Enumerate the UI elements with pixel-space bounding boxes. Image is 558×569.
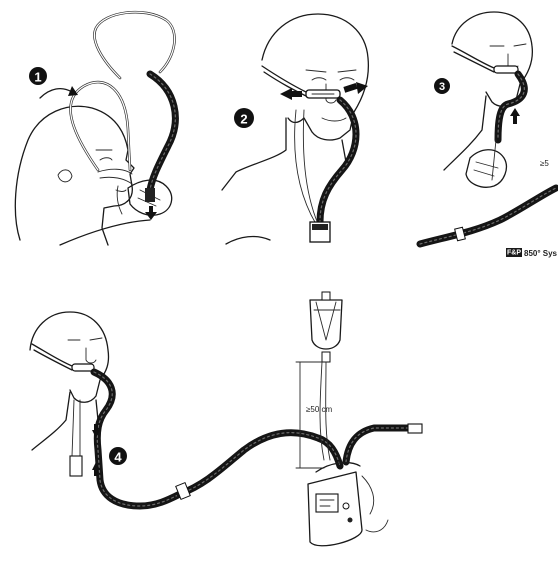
brand-logo-text: F&P — [507, 250, 521, 257]
left-arrow-icon — [280, 88, 292, 100]
step-2-badge — [234, 108, 254, 128]
panel-step-4: 4 ≥50 cm — [29, 291, 423, 547]
up-arrow-icon — [510, 108, 520, 116]
hand-1 — [127, 179, 173, 216]
system-name: 850° Sys — [524, 249, 558, 258]
humidifier-unit — [307, 471, 363, 547]
step-3-badge — [434, 78, 450, 94]
rotate-arrow-icon — [68, 86, 78, 96]
up-arrow-icon-4 — [92, 462, 100, 470]
right-arrow-icon — [356, 82, 368, 94]
water-bag — [309, 299, 343, 350]
panel-step-2: 2 — [221, 13, 370, 245]
brand-logo — [506, 248, 522, 257]
step-1-number: 1 — [34, 70, 41, 85]
hand-3 — [465, 149, 508, 188]
down-arrow-icon-4 — [92, 430, 100, 438]
down-arrow-icon — [145, 212, 157, 220]
step-4-number: 4 — [114, 450, 122, 465]
step-1-badge — [29, 67, 47, 85]
height-label: ≥50 cm — [306, 405, 333, 414]
panel-step-1: 1 — [14, 10, 179, 246]
step-3-number: 3 — [439, 81, 445, 93]
panel-step-3: ≥5 3 F&P 850° Sys — [416, 11, 558, 258]
patient-head-4 — [29, 311, 110, 403]
step-2-number: 2 — [240, 112, 247, 127]
step-4-badge — [109, 447, 127, 465]
partial-height-label: ≥5 — [540, 159, 549, 168]
